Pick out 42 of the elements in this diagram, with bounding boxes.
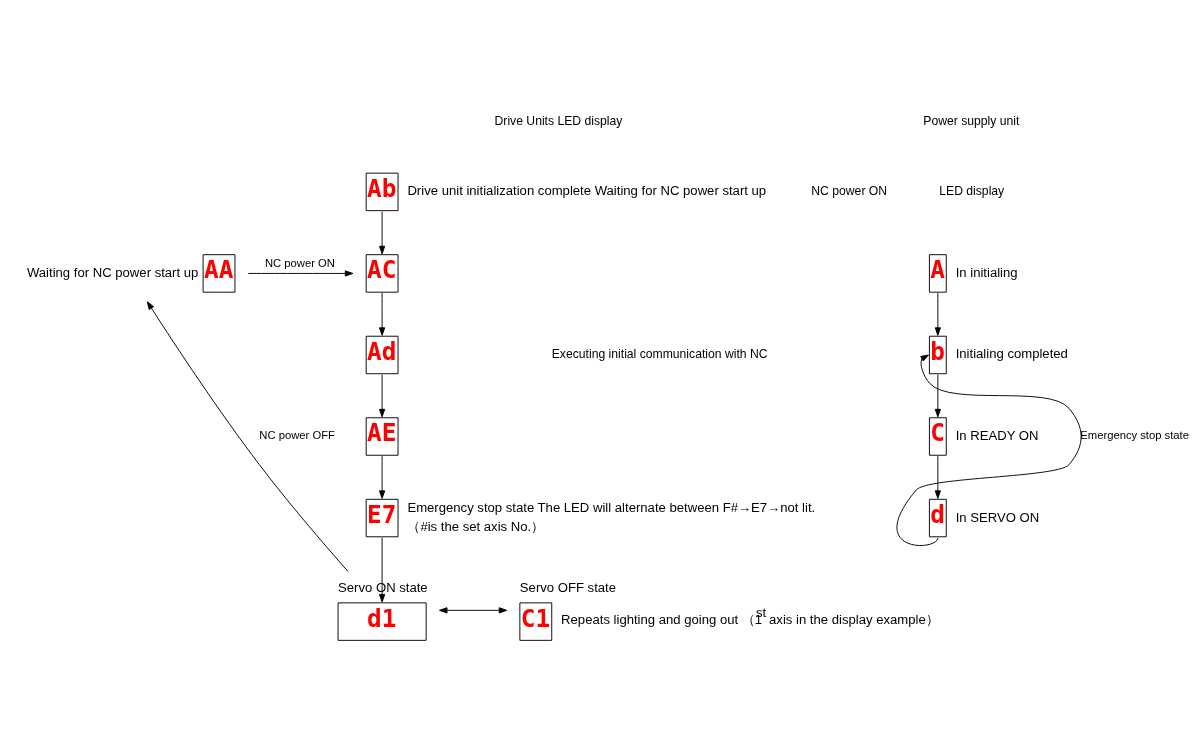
arrow [379,292,386,336]
edge-label: NC power ON [264,257,335,270]
arrow [379,455,386,499]
node-label: In initialing [955,264,1018,280]
arrow [379,537,386,603]
label: LED display [939,184,1005,199]
edge-label: NC power OFF [259,429,335,442]
label: Executing initial communication with NC [551,347,768,362]
node-label: Waiting for NC power start up [26,264,199,280]
node-box: AE [365,417,399,456]
node-label: Drive unit initialization complete Waiting for NC power start up [407,183,767,199]
arrow [379,374,386,418]
node-box: AC [365,254,399,293]
edge-label: Emergency stop state [1080,429,1189,442]
arrow [439,607,508,614]
arrow [379,211,386,255]
node-label: Servo OFF state [519,579,617,595]
label: Drive Units LED display [494,113,623,128]
node-box: Ad [365,335,399,375]
arrow [934,292,941,336]
node-box: d [928,498,947,538]
node-box: AA [202,254,236,293]
node-label: In READY ON [955,427,1039,443]
arrow [146,301,349,572]
node-box: E7 [365,498,399,538]
label: NC power ON [811,184,888,199]
node-box: C [928,417,947,456]
arrow [247,270,354,277]
node-label: In SERVO ON [955,509,1040,525]
arrow [934,455,941,499]
node-box: d1 [337,602,427,641]
node-label: Emergency stop state The LED will alternate between F#→E7→not lit. [407,500,816,516]
node-label: （#is the set axis No.） [407,518,545,534]
node-box: b [928,335,947,375]
arrow [934,374,941,418]
label: Power supply unit [923,113,1020,128]
node-box: C1 [519,602,553,641]
node-box: A [928,254,947,293]
node-box: Ab [365,172,399,212]
arrow [896,354,1082,546]
node-label: Initialing completed [955,346,1068,362]
node-label: Servo ON state [338,579,428,595]
